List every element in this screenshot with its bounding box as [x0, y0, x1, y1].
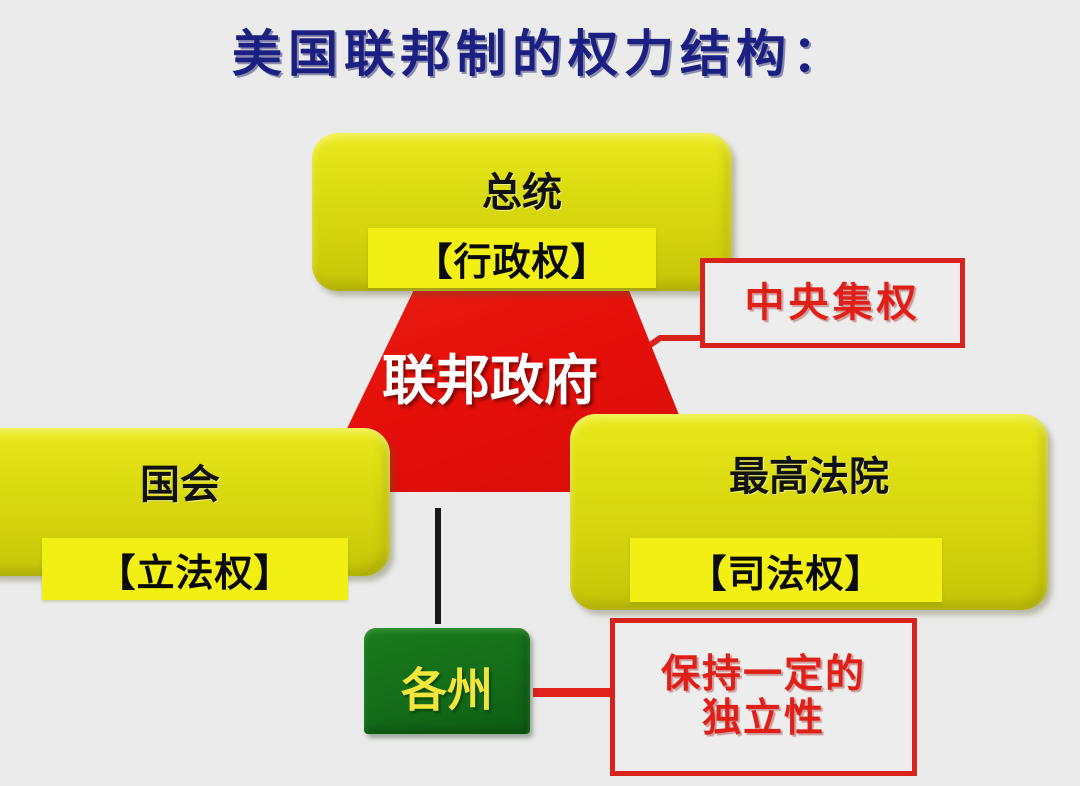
annotation-independence: 保持一定的 独立性 [610, 618, 917, 776]
branch-title-supreme-court: 最高法院 [729, 454, 889, 500]
branch-power-president: 【行政权】 [368, 228, 656, 288]
branch-power-supreme-court: 【司法权】 [630, 538, 942, 602]
annotation-central-power: 中央集权 [700, 258, 965, 348]
annotation-independence-line2: 独立性 [701, 696, 825, 741]
connector-states-to-annotation [533, 688, 611, 697]
branch-power-congress: 【立法权】 [42, 538, 348, 600]
connector-federal-to-states [435, 508, 441, 624]
states-box [364, 628, 530, 734]
branch-title-congress: 国会 [140, 462, 220, 508]
states-label: 各州 [401, 663, 493, 717]
branch-title-president: 总统 [482, 170, 562, 216]
page-title: 美国联邦制的权力结构： [232, 25, 848, 83]
federal-government-label: 联邦政府 [382, 349, 598, 412]
annotation-central-power-text: 中央集权 [744, 279, 921, 326]
annotation-independence-line1: 保持一定的 [660, 652, 866, 698]
